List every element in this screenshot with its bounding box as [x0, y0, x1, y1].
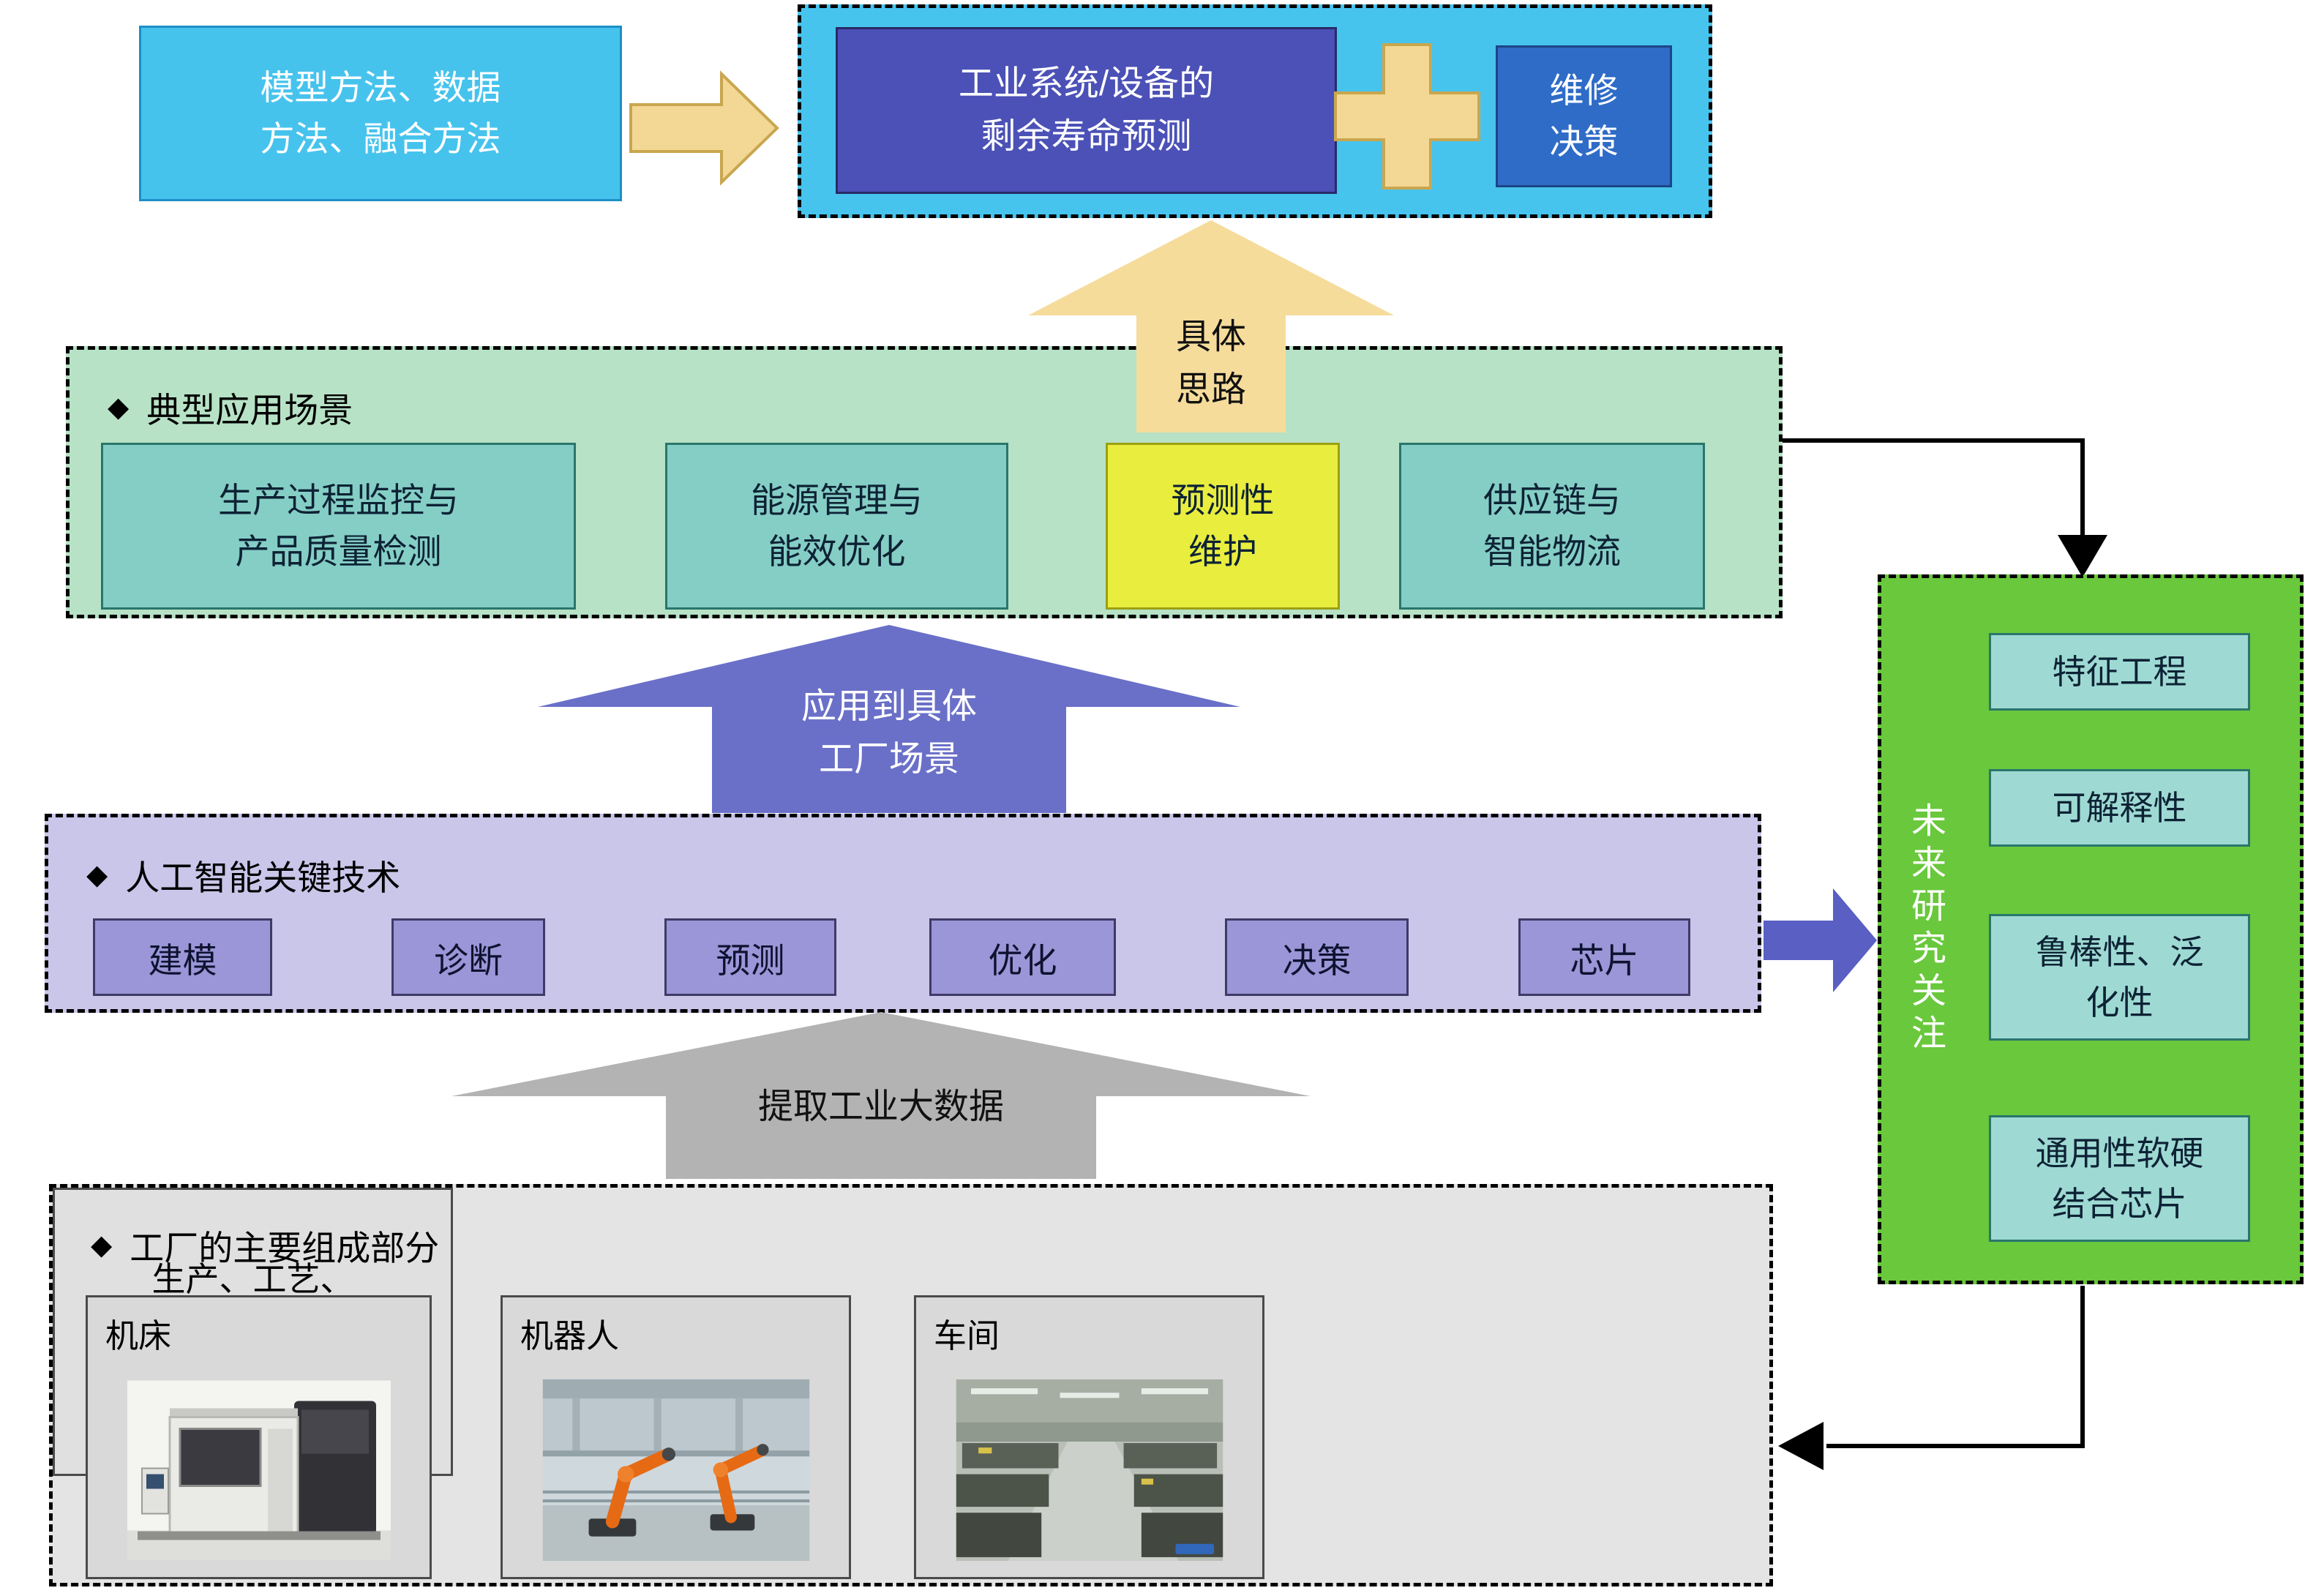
robot-image [542, 1379, 809, 1561]
ai-title: 人工智能关键技术 [125, 858, 401, 897]
tech-box-decision: 决策 [1225, 918, 1409, 996]
robot-box: 机器人 [501, 1295, 851, 1579]
apply-arrow-label: 应用到具体 工厂场景 [801, 687, 977, 779]
right-arrow-purple-icon [1764, 888, 1877, 992]
scenarios-title: 典型应用场景 [146, 391, 353, 430]
diamond-bullet-icon: ◆ [108, 392, 130, 423]
prediction-container: 工业系统/设备的 剩余寿命预测 维修 决策 [798, 4, 1712, 218]
tech-box-modeling: 建模 [93, 918, 272, 996]
up-arrow-idea-icon [1028, 220, 1394, 432]
diamond-bullet-icon: ◆ [86, 860, 108, 891]
tech-box-prediction: 预测 [664, 918, 836, 996]
maintenance-decision-box: 维修 决策 [1496, 45, 1672, 187]
tech-box-chip: 芯片 [1518, 918, 1690, 996]
machine-tool-image [127, 1380, 391, 1560]
scenarios-container: ◆ 典型应用场景 生产过程监控与 产品质量检测 能源管理与 能效优化 预测性 维… [66, 346, 1783, 618]
tech-box-optimization: 优化 [929, 918, 1116, 996]
factory-container: ◆ 工厂的主要组成部分 机床 机器人 [49, 1184, 1773, 1586]
future-research-title-wrap: 未来研究关注 [1899, 578, 1950, 1281]
tech-box-diagnosis: 诊断 [391, 918, 545, 996]
scenario-box-supply-chain: 供应链与 智能物流 [1399, 443, 1705, 610]
scenario-box-energy-management: 能源管理与 能效优化 [665, 443, 1008, 610]
diamond-bullet-icon: ◆ [91, 1230, 113, 1261]
up-arrow-apply-icon [538, 625, 1240, 813]
arrowhead-left-icon [1778, 1422, 1824, 1470]
machine-tool-box: 机床 [86, 1295, 432, 1579]
machine-tool-label: 机床 [105, 1317, 172, 1355]
robot-label: 机器人 [520, 1317, 620, 1355]
arrowhead-down-icon [2058, 535, 2107, 577]
future-box-interpretability: 可解释性 [1989, 769, 2250, 847]
scenarios-header: ◆ 典型应用场景 [108, 382, 353, 432]
future-research-container: 未来研究关注 特征工程 可解释性 鲁棒性、泛 化性 通用性软硬 结合芯片 [1878, 574, 2304, 1284]
workshop-image [956, 1379, 1223, 1561]
scenario-box-predictive-maintenance: 预测性 维护 [1106, 443, 1340, 610]
ai-header: ◆ 人工智能关键技术 [86, 850, 400, 900]
factory-header: ◆ 工厂的主要组成部分 [91, 1220, 439, 1270]
extract-arrow-label: 提取工业大数据 [757, 1087, 1004, 1126]
workshop-box: 车间 [914, 1295, 1264, 1579]
factory-title: 工厂的主要组成部分 [130, 1229, 440, 1267]
rul-prediction-box: 工业系统/设备的 剩余寿命预测 [836, 27, 1337, 194]
workshop-label: 车间 [934, 1317, 1000, 1355]
future-box-general-chip: 通用性软硬 结合芯片 [1989, 1115, 2250, 1242]
future-box-robustness-generalization: 鲁棒性、泛 化性 [1989, 914, 2250, 1041]
plus-icon [1334, 43, 1480, 190]
up-arrow-extract-icon [451, 1012, 1311, 1179]
scenario-box-production-monitoring: 生产过程监控与 产品质量检测 [101, 443, 576, 610]
ai-container: ◆ 人工智能关键技术 建模 诊断 预测 优化 决策 芯片 [45, 814, 1761, 1013]
idea-arrow-label: 具体 思路 [1175, 318, 1246, 409]
right-arrow-icon [629, 70, 779, 186]
future-research-title: 未来研究关注 [1905, 802, 1944, 1057]
methods-box: 模型方法、数据 方法、融合方法 [139, 26, 622, 201]
future-box-feature-engineering: 特征工程 [1989, 633, 2250, 711]
